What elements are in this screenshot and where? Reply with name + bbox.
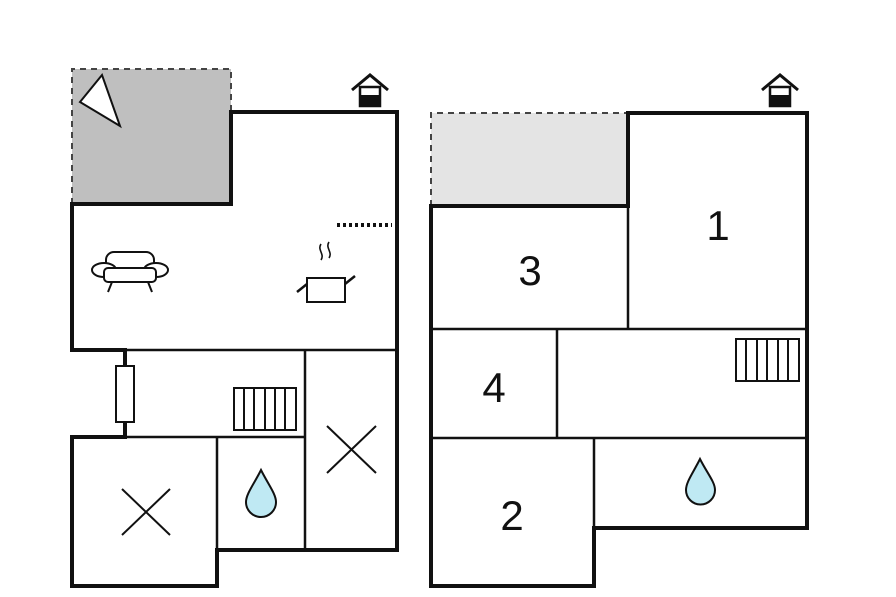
room-3-number: 3	[518, 247, 541, 294]
cooking-pot-icon	[296, 241, 356, 303]
cross-icon	[121, 488, 171, 536]
sofa-icon	[91, 251, 169, 293]
upper-terrace	[431, 113, 628, 206]
water-drop-icon	[684, 456, 717, 506]
room-1-number: 1	[706, 202, 729, 249]
ground-door-panel	[115, 365, 135, 423]
compass-arrow-icon	[78, 72, 122, 129]
cross-icon	[326, 425, 377, 474]
stairs-icon	[233, 387, 297, 431]
house-entrance-icon	[351, 73, 389, 108]
upper-outer-wall	[429, 111, 809, 588]
room-2-number: 2	[500, 492, 523, 539]
water-drop-icon	[244, 467, 278, 518]
house-entrance-icon	[761, 73, 799, 108]
ground-terrace-dashed-edge	[71, 68, 232, 204]
room-4-number: 4	[482, 364, 505, 411]
stairs-icon	[735, 338, 800, 382]
upper-terrace-dashed-edge	[430, 112, 628, 206]
ground-floor	[70, 68, 399, 588]
upper-floor: 1 2 3 4	[429, 73, 809, 588]
